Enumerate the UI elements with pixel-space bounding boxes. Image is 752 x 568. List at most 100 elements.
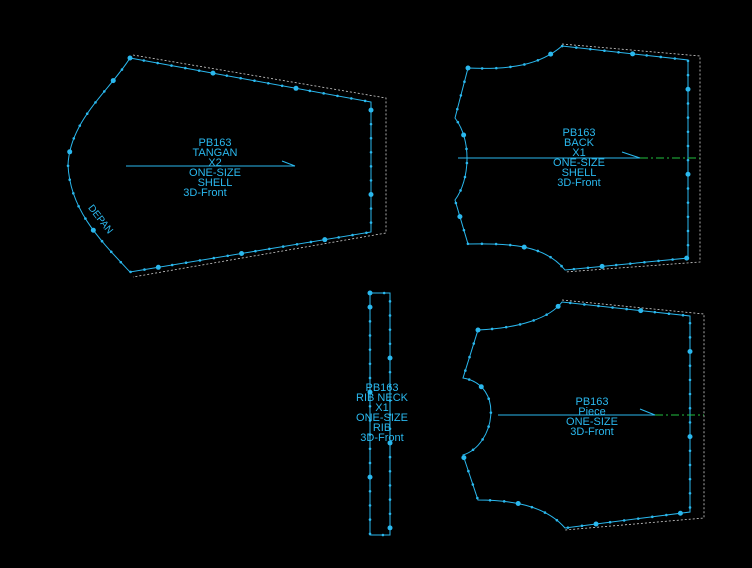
control-point[interactable] — [184, 261, 188, 264]
control-point[interactable] — [572, 267, 576, 271]
control-point[interactable] — [515, 501, 521, 507]
control-point[interactable] — [509, 65, 512, 69]
back-piece[interactable] — [454, 43, 701, 273]
control-point[interactable] — [78, 124, 82, 127]
control-point[interactable] — [688, 421, 692, 424]
control-point[interactable] — [685, 171, 691, 177]
control-point[interactable] — [466, 242, 470, 246]
control-point[interactable] — [476, 496, 479, 500]
control-point[interactable] — [467, 378, 471, 381]
control-point[interactable] — [369, 207, 373, 210]
control-point[interactable] — [667, 312, 671, 315]
control-point[interactable] — [67, 149, 73, 155]
control-point[interactable] — [388, 328, 392, 331]
control-point[interactable] — [688, 463, 692, 467]
control-point[interactable] — [295, 242, 299, 246]
control-point[interactable] — [388, 498, 392, 501]
control-point[interactable] — [142, 59, 146, 62]
control-point[interactable] — [502, 500, 506, 503]
control-point[interactable] — [198, 259, 202, 262]
control-point[interactable] — [530, 505, 534, 509]
control-point[interactable] — [368, 107, 374, 113]
control-point[interactable] — [368, 504, 372, 507]
control-point[interactable] — [659, 55, 663, 59]
control-point[interactable] — [686, 102, 690, 105]
control-point[interactable] — [336, 94, 339, 98]
control-point[interactable] — [686, 116, 690, 119]
control-point[interactable] — [583, 303, 586, 306]
control-point[interactable] — [369, 179, 373, 182]
control-point[interactable] — [494, 242, 498, 246]
control-point[interactable] — [388, 455, 392, 459]
control-point[interactable] — [504, 325, 508, 329]
control-point[interactable] — [197, 69, 201, 72]
control-point[interactable] — [456, 120, 460, 124]
control-point[interactable] — [657, 259, 660, 263]
control-point[interactable] — [308, 89, 312, 93]
control-point[interactable] — [686, 243, 690, 247]
control-point[interactable] — [225, 74, 229, 77]
control-point[interactable] — [85, 112, 89, 116]
control-point[interactable] — [388, 384, 392, 388]
control-point[interactable] — [489, 411, 493, 414]
control-point[interactable] — [388, 399, 392, 402]
control-point[interactable] — [688, 336, 692, 339]
control-point[interactable] — [369, 136, 373, 140]
control-point[interactable] — [490, 327, 494, 331]
control-point[interactable] — [72, 137, 76, 140]
control-point[interactable] — [120, 68, 124, 71]
control-point[interactable] — [66, 164, 70, 168]
control-point[interactable] — [368, 433, 372, 436]
control-point[interactable] — [487, 397, 491, 401]
control-point[interactable] — [688, 392, 692, 396]
control-point[interactable] — [322, 237, 328, 243]
control-point[interactable] — [368, 191, 374, 197]
control-point[interactable] — [454, 201, 458, 205]
control-point[interactable] — [650, 515, 654, 519]
control-point[interactable] — [90, 227, 96, 233]
control-point[interactable] — [127, 55, 133, 61]
control-point[interactable] — [381, 533, 385, 537]
control-point[interactable] — [369, 150, 373, 154]
control-point[interactable] — [495, 66, 498, 70]
control-point[interactable] — [268, 247, 271, 251]
control-point[interactable] — [671, 258, 674, 261]
control-point[interactable] — [239, 76, 242, 80]
control-point[interactable] — [471, 483, 475, 486]
control-point[interactable] — [368, 518, 372, 521]
control-point[interactable] — [156, 61, 159, 65]
control-point[interactable] — [129, 270, 132, 274]
control-point[interactable] — [368, 362, 372, 366]
control-point[interactable] — [487, 425, 490, 428]
control-point[interactable] — [686, 215, 690, 219]
control-point[interactable] — [665, 513, 668, 517]
control-point[interactable] — [388, 370, 392, 374]
control-point[interactable] — [611, 306, 614, 309]
control-point[interactable] — [351, 233, 354, 237]
control-point[interactable] — [267, 81, 270, 85]
control-point[interactable] — [622, 519, 626, 522]
control-point[interactable] — [686, 187, 690, 190]
control-point[interactable] — [625, 307, 628, 311]
control-point[interactable] — [77, 204, 80, 208]
control-point[interactable] — [457, 214, 463, 220]
control-point[interactable] — [475, 327, 481, 333]
control-point[interactable] — [464, 369, 467, 372]
control-point[interactable] — [84, 217, 87, 220]
control-point[interactable] — [368, 419, 372, 422]
control-point[interactable] — [636, 517, 640, 520]
control-point[interactable] — [368, 461, 372, 465]
control-point[interactable] — [110, 78, 116, 84]
control-point[interactable] — [388, 300, 392, 303]
control-point[interactable] — [350, 97, 353, 100]
control-point[interactable] — [686, 158, 690, 162]
control-point[interactable] — [481, 438, 484, 441]
control-point[interactable] — [94, 101, 97, 104]
control-point[interactable] — [589, 47, 592, 51]
control-point[interactable] — [521, 244, 527, 250]
control-point[interactable] — [367, 290, 373, 296]
control-point[interactable] — [369, 221, 373, 224]
control-point[interactable] — [688, 321, 692, 325]
control-point[interactable] — [461, 132, 467, 138]
control-point[interactable] — [687, 349, 693, 355]
